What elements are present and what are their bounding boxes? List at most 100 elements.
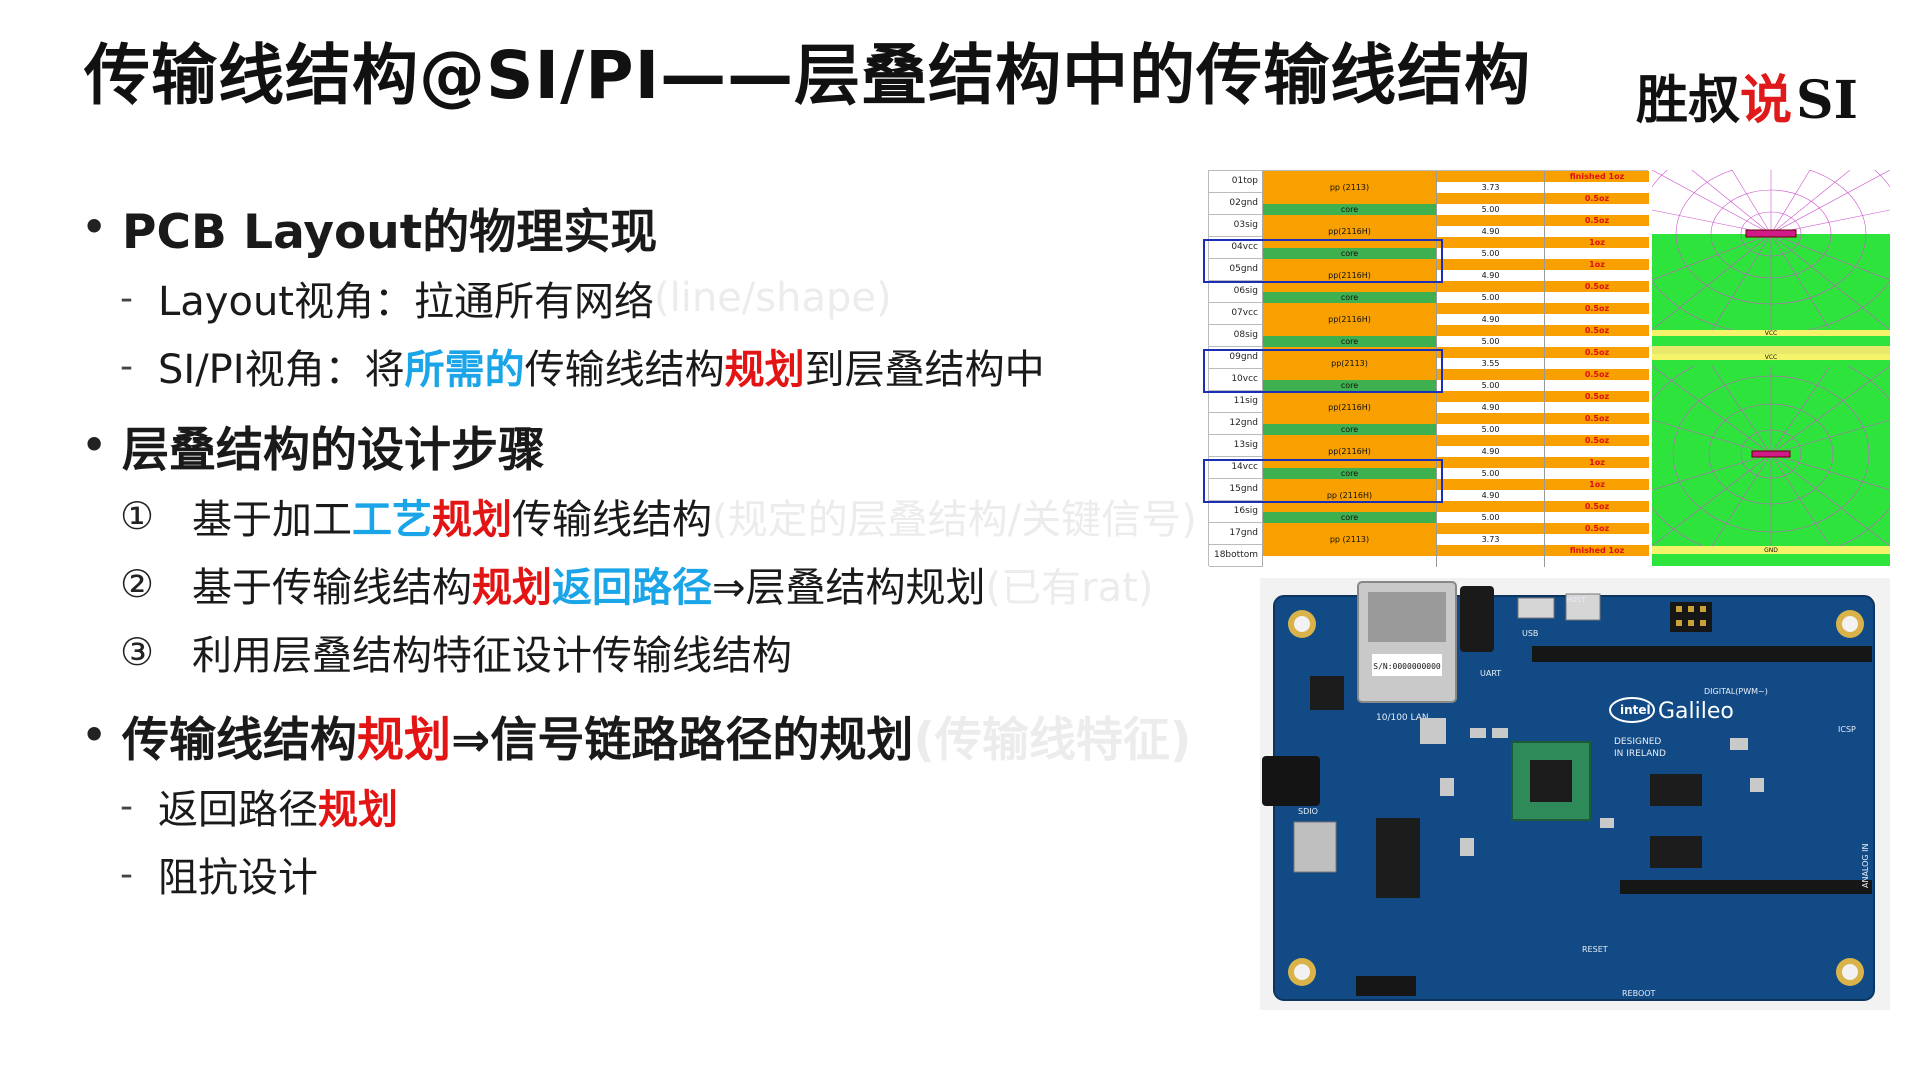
- layer-name: 16sig: [1209, 501, 1263, 523]
- layer-material-text: pp(2116H): [1263, 446, 1436, 457]
- layer-copper-text: finished 1oz: [1545, 545, 1649, 556]
- layer-copper: 0.5oz: [1545, 303, 1649, 325]
- layer-copper: 1oz: [1545, 237, 1649, 259]
- jtag-header: [1356, 976, 1416, 996]
- layer-material: pp (2116H): [1263, 479, 1437, 501]
- layer-thickness: 4.90: [1437, 391, 1545, 413]
- layer-thickness: 4.90: [1437, 259, 1545, 281]
- layer-material-text: core: [1263, 468, 1436, 479]
- layer-copper: 0.5oz: [1545, 369, 1649, 391]
- s3-i1-a: 返回路径: [158, 787, 318, 833]
- layer-name: 12gnd: [1209, 413, 1263, 435]
- layer-copper: 0.5oz: [1545, 501, 1649, 523]
- layer-name: 17gnd: [1209, 523, 1263, 545]
- layer-name: 07vcc: [1209, 303, 1263, 325]
- st1-c: 规划: [432, 497, 512, 543]
- layer-material: core: [1263, 237, 1437, 259]
- section-1-heading: • PCB Layout的物理实现: [82, 190, 1212, 264]
- st3-a: 利用层叠结构特征设计传输线结构: [192, 633, 792, 679]
- layer-name: 10vcc: [1209, 369, 1263, 391]
- layer-name: 03sig: [1209, 215, 1263, 237]
- layer-thickness-text: 3.73: [1437, 182, 1544, 193]
- passive-components: [1420, 718, 1764, 856]
- st2-a: 基于传输线结构: [192, 565, 472, 611]
- layer-material: pp(2116H): [1263, 435, 1437, 457]
- layer-material-text: core: [1263, 380, 1436, 391]
- layer-name-text: 09gnd: [1229, 352, 1258, 362]
- st1-a: 基于加工: [192, 497, 352, 543]
- layer-name-text: 14vcc: [1231, 462, 1258, 472]
- layer-copper-text: 0.5oz: [1545, 413, 1649, 424]
- layer-name: 18bottom: [1209, 545, 1263, 567]
- layer-name: 08sig: [1209, 325, 1263, 347]
- layer-thickness: 5.00: [1437, 325, 1545, 347]
- layer-name: 15gnd: [1209, 479, 1263, 501]
- galileo-label: Galileo: [1658, 699, 1734, 724]
- brand-part1: 胜叔: [1636, 70, 1741, 131]
- layer-thickness: 5.00: [1437, 457, 1545, 479]
- layer-thickness: 5.00: [1437, 369, 1545, 391]
- s3-i1-b: 规划: [318, 787, 398, 833]
- brand-logo: 胜叔说SI: [1636, 58, 1858, 133]
- layer-material: [1263, 545, 1437, 567]
- layer-thickness-text: 4.90: [1437, 402, 1544, 413]
- layer-copper: 0.5oz: [1545, 325, 1649, 347]
- layer-material-text: core: [1263, 512, 1436, 523]
- layer-material-text: pp(2113): [1263, 358, 1436, 369]
- icsp-label: ICSP: [1838, 725, 1856, 734]
- mounting-holes: [1288, 610, 1864, 986]
- step-3: ③ 利用层叠结构特征设计传输线结构: [82, 618, 1212, 686]
- layer-copper: 0.5oz: [1545, 435, 1649, 457]
- layer-thickness-text: 4.90: [1437, 446, 1544, 457]
- field-plot: VCC VCC GND: [1652, 170, 1890, 566]
- step-1: ① 基于加工工艺规划传输线结构(规定的层叠结构/关键信号): [82, 482, 1212, 550]
- layer-material: core: [1263, 193, 1437, 215]
- field-label-top: VCC: [1765, 330, 1777, 337]
- layer-name-text: 18bottom: [1213, 550, 1258, 560]
- layer-material-text: pp(2116H): [1263, 402, 1436, 413]
- layer-material: pp(2116H): [1263, 215, 1437, 237]
- layer-thickness: 5.00: [1437, 237, 1545, 259]
- section-1-item-1-ghost: (line/shape): [653, 275, 892, 321]
- layer-material-text: core: [1263, 336, 1436, 347]
- layer-copper: 0.5oz: [1545, 391, 1649, 413]
- layer-material-text: core: [1263, 292, 1436, 303]
- section-1-item-2: - SI/PI视角：将所需的传输线结构规划到层叠结构中: [82, 332, 1212, 400]
- layer-thickness: 5.00: [1437, 501, 1545, 523]
- s3-i2-a: 阻抗设计: [158, 855, 318, 901]
- digital-label: DIGITAL(PWM~): [1704, 687, 1768, 696]
- layer-name: 14vcc: [1209, 457, 1263, 479]
- section-1-item-1-text: Layout视角：拉通所有网络: [158, 279, 654, 325]
- layer-thickness: 5.00: [1437, 413, 1545, 435]
- field-lines-bottom: [1652, 366, 1890, 546]
- layer-copper-text: 1oz: [1545, 457, 1649, 468]
- layer-thickness-text: [1437, 556, 1544, 567]
- section-2-heading-text: 层叠结构的设计步骤: [122, 422, 545, 478]
- layer-material: pp(2116H): [1263, 259, 1437, 281]
- plane-vcc-top: [1652, 330, 1890, 336]
- layer-name-text: 06sig: [1233, 286, 1258, 296]
- section-1-heading-text: PCB Layout的物理实现: [122, 204, 658, 260]
- st1-b: 工艺: [352, 497, 432, 543]
- layer-thickness: 4.90: [1437, 303, 1545, 325]
- layer-copper: 0.5oz: [1545, 281, 1649, 303]
- layer-name-text: 17gnd: [1229, 528, 1258, 538]
- sd-label: SDIO: [1298, 807, 1318, 816]
- designed-label: DESIGNED: [1614, 737, 1661, 747]
- layer-material: pp(2113): [1263, 347, 1437, 369]
- layer-name-text: 03sig: [1233, 220, 1258, 230]
- layer-copper: finished 1oz: [1545, 171, 1649, 193]
- layer-material-text: pp (2113): [1263, 182, 1436, 193]
- layer-copper-text: 1oz: [1545, 237, 1649, 248]
- layer-copper-text: 1oz: [1545, 479, 1649, 490]
- layer-name-text: 16sig: [1233, 506, 1258, 516]
- st2-d: ⇒层叠结构规划: [712, 565, 986, 611]
